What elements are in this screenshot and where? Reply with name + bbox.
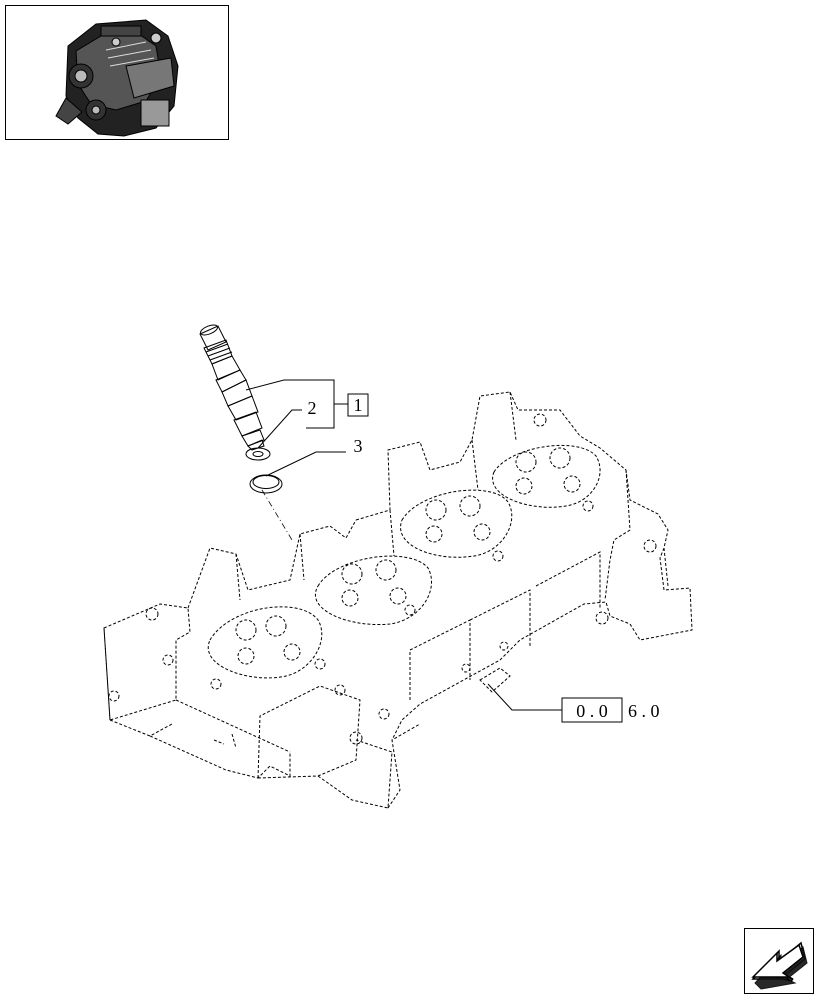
- reference-box: [561, 697, 623, 723]
- leader-lines: [245, 379, 562, 711]
- next-page-button[interactable]: [744, 928, 814, 994]
- callout-3[interactable]: 3: [354, 436, 363, 456]
- injector-axis-line: [261, 489, 293, 541]
- callout-3-label: 3: [354, 436, 363, 456]
- callout-2[interactable]: 2: [308, 398, 317, 418]
- cylinder-head-phantom: [103, 391, 693, 809]
- callout-2-label: 2: [308, 398, 317, 418]
- engine-thumbnail: [5, 5, 229, 140]
- callout-1[interactable]: 1: [347, 393, 369, 417]
- callout-1-label: 1: [354, 395, 363, 415]
- injector: [199, 324, 265, 451]
- reference-code-rest: 6 . 0: [628, 701, 660, 721]
- section-reference-link[interactable]: 0 . 0 6 . 0: [561, 697, 660, 723]
- next-page-arrow-icon: [751, 941, 808, 990]
- reference-boxed-code: 0 . 0: [576, 701, 608, 721]
- injector-washer: [245, 447, 271, 461]
- engine-thumbnail-icon: [55, 19, 179, 137]
- o-ring-seal: [249, 474, 283, 494]
